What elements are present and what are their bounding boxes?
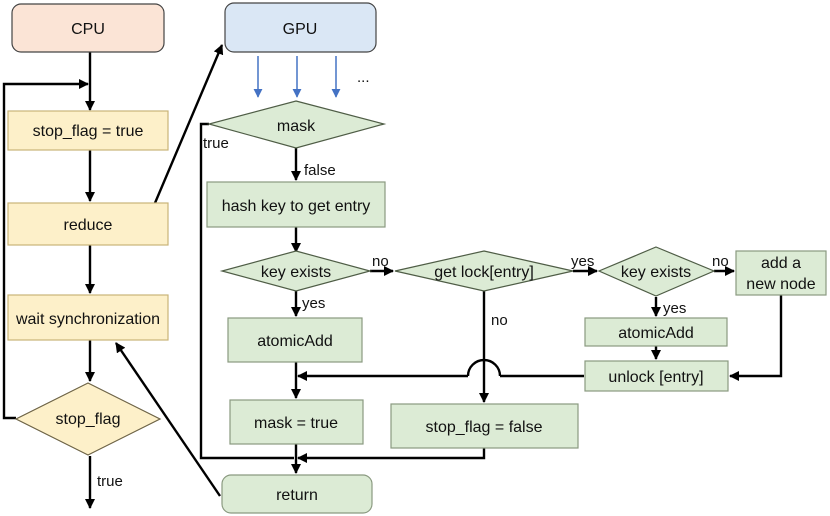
mask-true-label: mask = true	[254, 415, 338, 432]
edge-stop-false-to-return	[296, 448, 486, 464]
cpu-node: CPU	[11, 3, 165, 53]
atomic-add-1-node: atomicAdd	[227, 317, 363, 363]
key2-yes-label: yes	[663, 300, 686, 317]
stop-flag-check-label: stop_flag	[56, 411, 121, 428]
edge-add-node-to-unlock	[728, 295, 783, 382]
get-lock-label: get lock[entry]	[434, 264, 534, 281]
add-new-node: add a new node	[735, 250, 827, 296]
key-exists-1-node: key exists	[219, 250, 373, 292]
hash-key-node: hash key to get entry	[206, 181, 386, 228]
edges	[2, 44, 783, 510]
get-lock-node: get lock[entry]	[394, 250, 574, 292]
unlock-node: unlock [entry]	[584, 360, 729, 392]
stop-flag-true-branch-label: true	[97, 473, 123, 490]
gpu-node: GPU	[224, 2, 377, 53]
stop-flag-false-label: stop_flag = false	[426, 419, 543, 436]
unlock-label: unlock [entry]	[608, 369, 703, 386]
nodes: CPU GPU ... stop_flag = true reduce wait…	[7, 2, 827, 514]
stop-flag-false-node: stop_flag = false	[390, 403, 579, 449]
stop-flag-true-label: stop_flag = true	[33, 123, 144, 140]
reduce-label: reduce	[64, 217, 113, 234]
edge-return-to-wait	[115, 342, 221, 497]
key-exists-2-label: key exists	[621, 264, 691, 281]
stop-flag-check-node: stop_flag	[14, 382, 162, 456]
key-exists-2-node: key exists	[597, 246, 716, 297]
key1-yes-label: yes	[302, 295, 325, 312]
mask-true-node: mask = true	[229, 399, 364, 445]
key-exists-1-label: key exists	[261, 264, 331, 281]
atomic-add-2-node: atomicAdd	[584, 317, 728, 347]
add-new-node-label-line2: new node	[746, 276, 815, 293]
atomic-add-2-label: atomicAdd	[618, 325, 694, 342]
mask-false-branch-label: false	[304, 162, 336, 179]
return-label: return	[276, 487, 318, 504]
edge-reduce-to-gpu	[153, 44, 224, 204]
key2-no-label: no	[712, 253, 729, 270]
edge-loop-back	[2, 78, 90, 420]
return-node: return	[221, 474, 373, 514]
mask-true-branch-label: true	[203, 135, 229, 152]
lock-no-label: no	[491, 312, 508, 329]
wait-sync-node: wait synchronization	[7, 294, 169, 341]
mask-node: mask	[206, 100, 387, 149]
cpu-label: CPU	[71, 21, 105, 38]
wait-sync-label: wait synchronization	[15, 311, 160, 328]
lock-yes-label: yes	[571, 253, 594, 270]
edge-mask-true-branch	[199, 122, 294, 460]
edge-unlock-hop	[466, 358, 502, 377]
add-new-node-label-line1: add a	[761, 255, 801, 272]
reduce-node: reduce	[7, 202, 169, 246]
key1-no-label: no	[372, 253, 389, 270]
stop-flag-true-node: stop_flag = true	[7, 110, 169, 151]
mask-label: mask	[277, 118, 316, 135]
hash-key-label: hash key to get entry	[222, 198, 371, 215]
atomic-add-1-label: atomicAdd	[257, 333, 333, 350]
threads-ellipsis: ...	[357, 69, 370, 86]
gpu-label: GPU	[283, 21, 318, 38]
